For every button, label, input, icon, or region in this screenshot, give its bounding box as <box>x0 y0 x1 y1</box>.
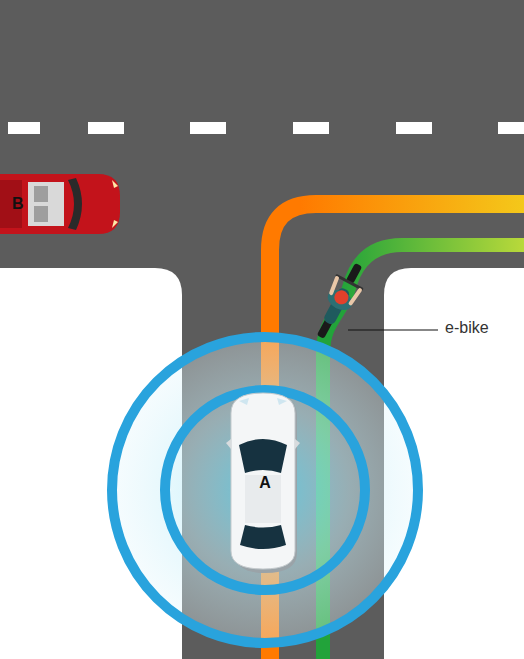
rider-arm <box>329 278 338 293</box>
sensor-ring <box>165 390 365 590</box>
lane-dash <box>396 122 432 134</box>
leader-line <box>348 329 438 330</box>
car-windshield <box>68 178 82 230</box>
car-rear-window <box>240 525 286 549</box>
car-headlight <box>112 220 118 228</box>
car-body <box>0 174 120 234</box>
car-headlight <box>277 398 287 405</box>
lane-dash <box>88 122 124 134</box>
lane-dash <box>8 122 40 134</box>
car-seat <box>34 186 48 202</box>
car-mirror <box>295 439 300 449</box>
e-bike-icon <box>308 258 371 344</box>
car-body <box>231 393 295 569</box>
sensor-ring <box>112 337 418 643</box>
car-cabin <box>28 182 64 226</box>
car-a: A <box>231 393 299 573</box>
lane-dash <box>190 122 226 134</box>
car-headlight <box>112 180 118 188</box>
lane-divider <box>8 122 524 134</box>
car-headlight <box>239 398 249 405</box>
handlebar <box>337 276 362 289</box>
car-b: B <box>0 170 122 238</box>
car-mirror <box>226 439 231 449</box>
vehicle-label: B <box>12 195 24 213</box>
rider-helmet <box>332 288 351 307</box>
vehicle-label: A <box>259 474 271 492</box>
lane-dash <box>498 122 524 134</box>
car-roof <box>245 475 281 523</box>
callout-label: e-bike <box>445 319 489 337</box>
rider-arm <box>351 289 360 304</box>
car-seat <box>34 206 48 222</box>
lane-dash <box>293 122 329 134</box>
car-windshield <box>239 439 287 473</box>
